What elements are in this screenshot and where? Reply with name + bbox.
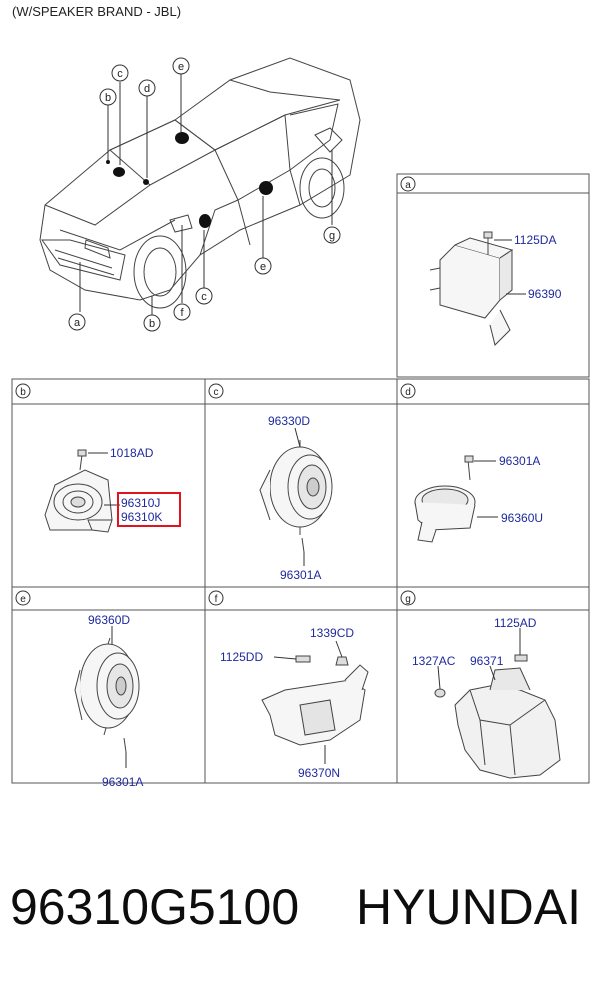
panel-e-illustration bbox=[74, 637, 140, 753]
part-96330D: 96330D bbox=[268, 414, 310, 428]
panel-g-illustration bbox=[434, 654, 561, 779]
part-96301A-d: 96301A bbox=[499, 454, 540, 468]
part-1339CD: 1339CD bbox=[310, 626, 354, 640]
callout-letter: f bbox=[180, 307, 184, 319]
part-96360U: 96360U bbox=[501, 511, 543, 525]
highlighted-part-box bbox=[117, 492, 181, 527]
panel-d-letter: d bbox=[405, 387, 411, 398]
overview-leader-lines bbox=[79, 74, 333, 315]
callout-a-circle bbox=[68, 313, 86, 331]
panel-a-illustration bbox=[429, 231, 514, 346]
brand-title: HYUNDAI bbox=[356, 879, 582, 935]
panel-badges bbox=[15, 176, 416, 606]
panel-c-letter: c bbox=[214, 387, 219, 398]
panel-b-labels: 1018AD 96310J 96310K bbox=[110, 446, 162, 524]
callout-letter: e bbox=[178, 61, 184, 73]
callout-c-circle bbox=[111, 64, 129, 82]
callout-d-circle bbox=[138, 79, 156, 97]
callout-b2-circle bbox=[143, 314, 161, 332]
part-96301A: 96301A bbox=[280, 568, 321, 582]
callout-letter: g bbox=[329, 230, 335, 242]
overview-callout-letters: c b d e g e c a b f bbox=[74, 61, 335, 330]
panel-f-letter: f bbox=[215, 594, 218, 605]
panel-a-leaders bbox=[494, 239, 526, 295]
part-96301A-e: 96301A bbox=[102, 775, 143, 789]
panel-f-illustration bbox=[261, 655, 369, 746]
part-96310J: 96310J bbox=[121, 496, 160, 510]
part-number-title: 96310G5100 bbox=[10, 879, 300, 935]
part-1018AD: 1018AD bbox=[110, 446, 154, 460]
panel-d-illustration bbox=[414, 455, 476, 543]
panel-g-labels: 1125AD 1327AC 96371 bbox=[412, 616, 537, 668]
part-1125DD: 1125DD bbox=[220, 650, 263, 664]
callout-letter: b bbox=[149, 318, 155, 330]
panel-e-labels: 96360D 96301A bbox=[88, 613, 143, 789]
panel-frames bbox=[11, 173, 590, 784]
callout-letter: c bbox=[117, 68, 123, 80]
callout-letter: c bbox=[201, 291, 207, 303]
part-96310K: 96310K bbox=[121, 510, 162, 524]
speaker-locations bbox=[106, 132, 273, 228]
panel-badge-letters: a b c d e f g bbox=[20, 180, 411, 605]
panel-d-leaders bbox=[474, 460, 498, 518]
panel-g-letter: g bbox=[405, 594, 411, 605]
panel-d-labels: 96301A 96360U bbox=[499, 454, 543, 525]
callout-letter: b bbox=[105, 92, 111, 104]
callout-c2-circle bbox=[195, 287, 213, 305]
panel-c-illustration bbox=[259, 440, 333, 553]
part-96371: 96371 bbox=[470, 654, 504, 668]
part-96360D: 96360D bbox=[88, 613, 130, 627]
overview-callouts bbox=[68, 57, 341, 332]
panel-g-leaders bbox=[437, 628, 521, 690]
panel-b-letter: b bbox=[20, 387, 26, 398]
panel-e-leaders bbox=[111, 626, 127, 768]
panel-c-labels: 96330D 96301A bbox=[268, 414, 321, 582]
part-1125AD: 1125AD bbox=[494, 616, 537, 630]
callout-letter: d bbox=[144, 83, 150, 95]
panel-e-letter: e bbox=[20, 594, 26, 605]
callout-f-circle bbox=[173, 303, 191, 321]
callout-g-circle bbox=[323, 226, 341, 244]
panel-a-letter: a bbox=[405, 180, 411, 191]
part-96390: 96390 bbox=[528, 287, 562, 301]
callout-e2-circle bbox=[254, 257, 272, 275]
callout-letter: e bbox=[260, 261, 266, 273]
part-1125DA: 1125DA bbox=[514, 233, 556, 247]
panel-c-leaders bbox=[294, 427, 305, 566]
callout-e-circle bbox=[172, 57, 190, 75]
panel-f-labels: 1339CD 1125DD 96370N bbox=[220, 626, 354, 780]
panel-b-illustration bbox=[44, 449, 113, 533]
panel-a-labels: 1125DA 96390 bbox=[514, 233, 562, 301]
panel-f-leaders bbox=[273, 640, 343, 764]
callout-b-circle bbox=[99, 88, 117, 106]
vehicle-overview bbox=[39, 57, 361, 309]
diagram-caption: (W/SPEAKER BRAND - JBL) bbox=[12, 4, 182, 19]
part-96370N: 96370N bbox=[298, 766, 340, 780]
callout-letter: a bbox=[74, 317, 81, 329]
part-1327AC: 1327AC bbox=[412, 654, 456, 668]
